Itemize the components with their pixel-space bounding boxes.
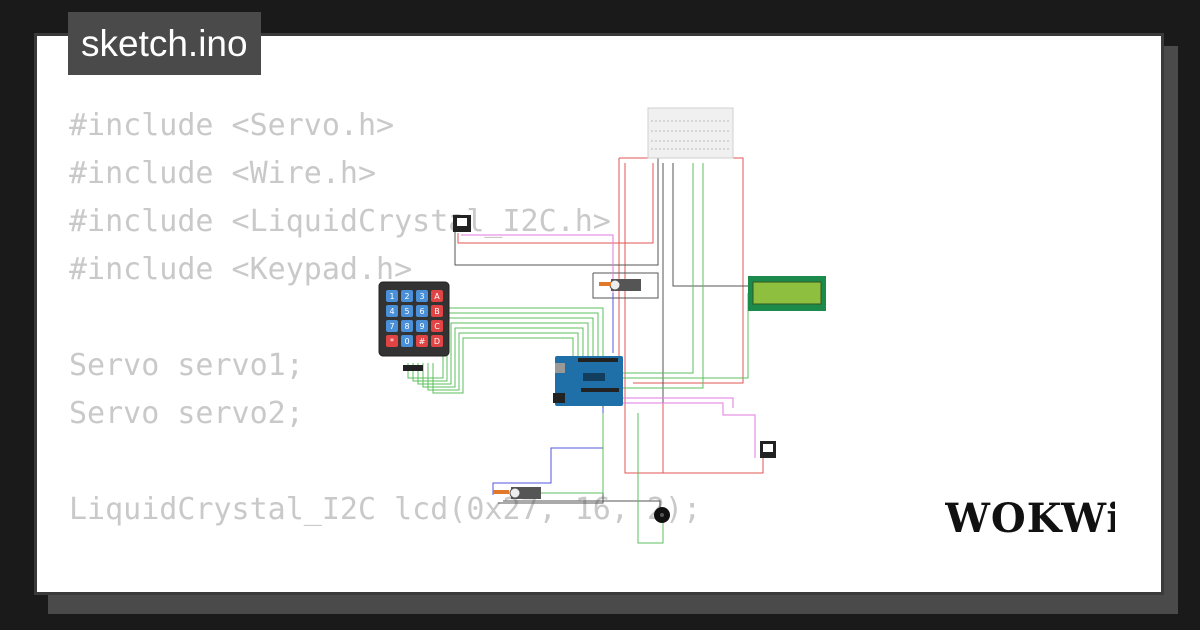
buzzer: [654, 507, 670, 523]
keypad-key-label: 8: [404, 322, 409, 331]
code-line: #include <Wire.h>: [69, 156, 377, 191]
keypad-key: [401, 305, 413, 317]
keypad-keys: 1 2 3 A 4 5 6 B 7 8 9 C * 0 # D: [386, 290, 443, 347]
code-preview: #include <Servo.h> #include <Wire.h> #in…: [69, 102, 701, 534]
keypad-key: [431, 305, 443, 317]
arduino-board: [553, 356, 623, 406]
preview-card: #include <Servo.h> #include <Wire.h> #in…: [34, 33, 1164, 595]
keypad-key: [401, 335, 413, 347]
circuit-diagram: 1 2 3 A 4 5 6 B 7 8 9 C * 0 # D: [378, 107, 826, 544]
keypad-key-label: 9: [419, 322, 424, 331]
keypad-key-label: 1: [389, 292, 394, 301]
keypad-key: [401, 290, 413, 302]
code-line: #include <Servo.h>: [69, 108, 395, 143]
code-line: LiquidCrystal_I2C lcd(0x27, 16, 2);: [69, 492, 702, 527]
keypad-key-label: 6: [419, 307, 424, 316]
servo-motor: [599, 279, 641, 291]
keypad-key-label: *: [390, 337, 394, 346]
keypad-key: [431, 320, 443, 332]
keypad-key-label: 3: [419, 292, 424, 301]
code-line: Servo servo2;: [69, 396, 304, 431]
keypad-key-label: C: [434, 322, 440, 331]
keypad: 1 2 3 A 4 5 6 B 7 8 9 C * 0 # D: [378, 281, 450, 371]
breadboard: [647, 107, 734, 159]
keypad-key-label: 4: [389, 307, 394, 316]
keypad-key: [416, 305, 428, 317]
keypad-key-label: #: [419, 337, 426, 346]
keypad-key: [386, 320, 398, 332]
keypad-key: [416, 335, 428, 347]
code-line: #include <LiquidCrystal_I2C.h>: [69, 204, 611, 239]
servo-motor: [493, 487, 541, 499]
keypad-key: [431, 335, 443, 347]
keypad-key: [386, 305, 398, 317]
wokwi-logo-text: WOKWi: [945, 495, 1115, 542]
lcd-display: [748, 276, 826, 311]
file-tab: sketch.ino: [68, 12, 261, 75]
keypad-key: [416, 320, 428, 332]
keypad-key-label: A: [434, 292, 440, 301]
sensor-module: [453, 215, 471, 232]
keypad-key: [386, 335, 398, 347]
code-line: #include <Keypad.h>: [69, 252, 413, 287]
keypad-key: [431, 290, 443, 302]
keypad-key: [401, 320, 413, 332]
keypad-key-label: 2: [404, 292, 409, 301]
keypad-key-label: 5: [404, 307, 409, 316]
keypad-key-label: D: [434, 337, 440, 346]
keypad-key-label: 0: [404, 337, 409, 346]
keypad-key: [386, 290, 398, 302]
keypad-key-label: 7: [389, 322, 394, 331]
sensor-module: [760, 441, 776, 458]
keypad-key-label: B: [434, 307, 440, 316]
keypad-key: [416, 290, 428, 302]
code-line: Servo servo1;: [69, 348, 304, 383]
wokwi-logo: WOKWi: [945, 495, 1115, 542]
